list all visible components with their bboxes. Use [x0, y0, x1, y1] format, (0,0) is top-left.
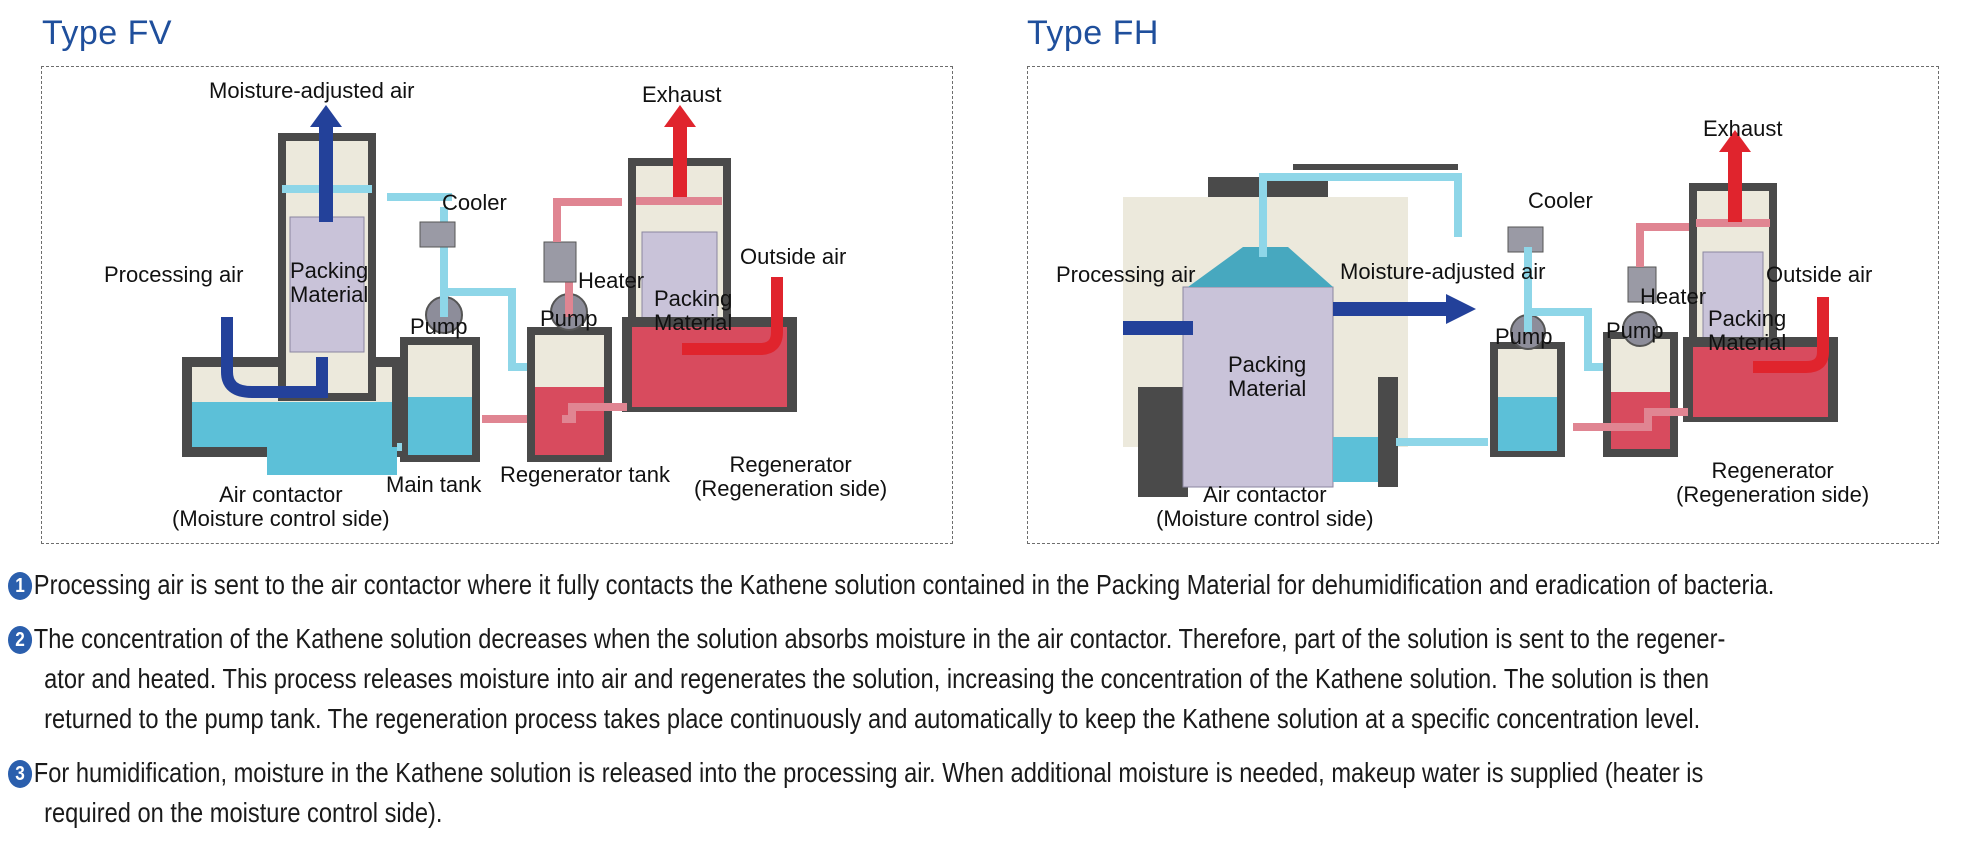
fh-label-regenerator: Regenerator (Regeneration side) [1676, 458, 1870, 507]
fh-label-air-contactor: Air contactor (Moisture control side) [1156, 482, 1374, 531]
type-fh-title: Type FH [1027, 14, 1159, 52]
fh-label-processing-air: Processing air [1056, 262, 1196, 287]
fv-label-pump-2: Pump [540, 306, 598, 331]
fh-label-packing-material-1: Packing Material [1228, 352, 1307, 401]
fv-cooler [419, 221, 456, 248]
step-1-text: Processing air is sent to the air contac… [33, 569, 1775, 600]
fv-processing-air-arrow [221, 317, 328, 398]
fv-main-tank [400, 207, 480, 462]
fv-label-cooler: Cooler [442, 190, 507, 215]
fv-label-heater: Heater [578, 268, 645, 293]
fh-label-cooler: Cooler [1528, 188, 1593, 213]
fv-air-contactor-unit [182, 133, 402, 475]
step-2-continuation-2: returned to the pump tank. The regenerat… [44, 703, 1701, 734]
fv-label-exhaust: Exhaust [642, 82, 722, 107]
type-fv-diagram: Moisture-adjusted air Exhaust Cooler Pro… [41, 66, 953, 544]
fh-label-heater: Heater [1640, 284, 1707, 309]
type-fh-diagram: Exhaust Cooler Processing air Moisture-a… [1027, 66, 1939, 544]
fv-label-processing-air: Processing air [104, 262, 244, 287]
fv-label-regenerator: Regenerator (Regeneration side) [694, 452, 888, 501]
fh-label-exhaust: Exhaust [1703, 116, 1783, 141]
fh-label-moisture-adjusted-air: Moisture-adjusted air [1340, 259, 1546, 284]
fh-main-tank [1490, 247, 1565, 457]
fv-outside-air-arrow [682, 277, 783, 355]
type-fh-illustration [1123, 130, 1838, 497]
fv-label-outside-air: Outside air [740, 244, 847, 269]
step-3-text: For humidification, moisture in the Kath… [33, 757, 1704, 788]
fh-heater [1627, 266, 1657, 303]
fh-processing-air-arrow [1123, 321, 1193, 335]
fh-moisture-adjusted-air-arrow [1333, 302, 1448, 316]
fv-label-pump-1: Pump [410, 314, 468, 339]
fv-moisture-adjusted-air-arrow [319, 122, 333, 222]
fh-exhaust-arrow [1728, 147, 1742, 222]
fv-label-main-tank: Main tank [386, 472, 482, 497]
step-number-badge: 2 [8, 626, 33, 654]
fv-label-air-contactor: Air contactor (Moisture control side) [172, 482, 390, 531]
step-2-text: The concentration of the Kathene solutio… [33, 623, 1726, 654]
type-fv-illustration [182, 105, 797, 475]
type-fv-title: Type FV [42, 14, 173, 52]
step-number-badge: 3 [8, 760, 33, 788]
fv-heater [543, 241, 577, 283]
step-number-badge: 1 [8, 572, 33, 600]
step-3-continuation-1: required on the moisture control side). [44, 797, 443, 828]
fv-label-packing-material-2: Packing Material [654, 286, 733, 335]
fv-label-packing-material-1: Packing Material [290, 258, 369, 307]
fh-label-packing-material-2: Packing Material [1708, 306, 1787, 355]
fh-outside-air-arrow [1753, 297, 1829, 373]
fh-label-outside-air: Outside air [1766, 262, 1873, 287]
fh-regenerator-tank [1603, 311, 1678, 457]
fh-air-contactor-unit [1123, 177, 1408, 497]
fh-regenerator-unit [1683, 183, 1838, 422]
fv-label-regenerator-tank: Regenerator tank [500, 462, 670, 487]
fh-label-pump-2: Pump [1606, 318, 1664, 343]
fv-exhaust-arrow [673, 122, 687, 197]
step-2-continuation-1: ator and heated. This process releases m… [44, 663, 1709, 694]
fh-label-pump-1: Pump [1495, 324, 1553, 349]
fv-regenerator-tank [527, 242, 612, 462]
fv-label-moisture-adjusted-air: Moisture-adjusted air [209, 78, 415, 103]
